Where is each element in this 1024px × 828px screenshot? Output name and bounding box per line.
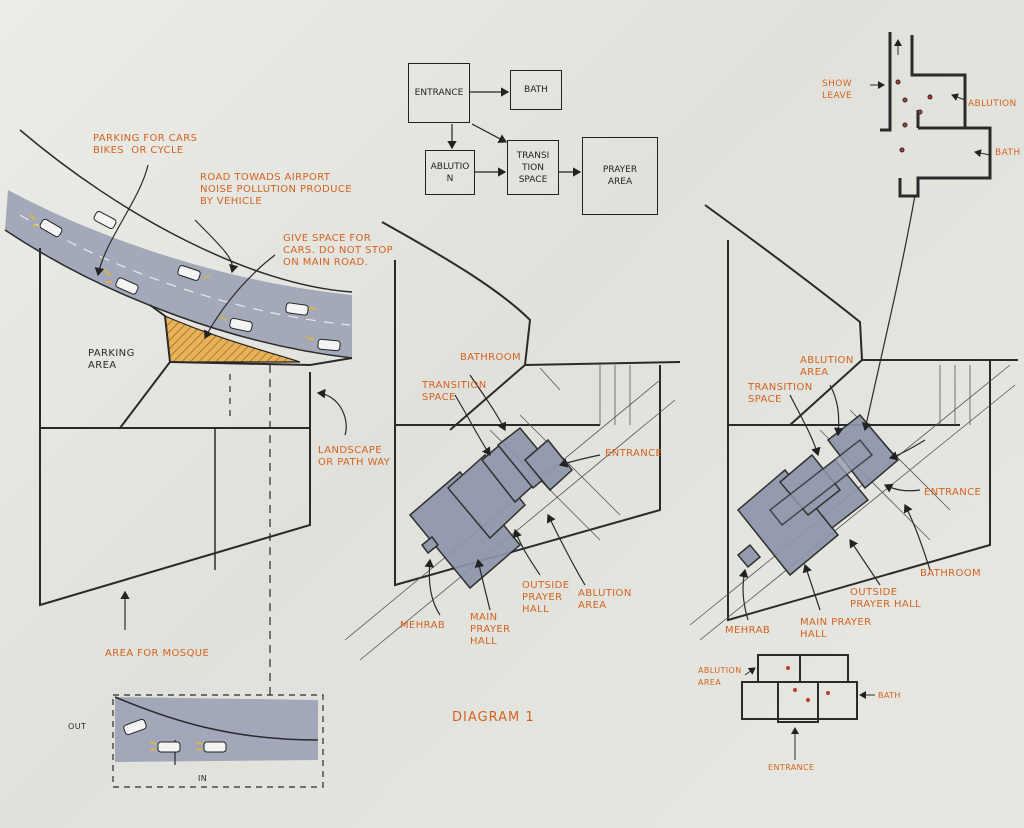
drop-off-zone xyxy=(164,315,301,363)
shoe-leave-label: SHOW LEAVE xyxy=(822,79,853,101)
road-in-label: IN xyxy=(198,774,208,783)
road-out-label: OUT xyxy=(68,722,87,731)
site-plan xyxy=(4,129,353,700)
landscape-label: LANDSCAPE OR PATH WAY xyxy=(318,445,391,468)
shoe-detail xyxy=(870,32,992,198)
option-a-plan xyxy=(344,221,681,661)
option-a-outside-hall-label: OUTSIDE PRAYER HALL xyxy=(522,580,570,615)
ablution-detail xyxy=(741,654,875,760)
flow-bath-box: BATH xyxy=(510,70,562,110)
option-a-ablution-label: ABLUTION AREA xyxy=(578,588,632,611)
shoe-ablution-label: ABLUTION xyxy=(968,99,1017,109)
option-a-entrance-label: ENTRANCE xyxy=(605,448,663,459)
detail-bath-label: BATH xyxy=(878,691,901,700)
detail-ablution-label: ABLUTION AREA xyxy=(698,666,742,687)
option-b-bathroom-label: BATHROOM xyxy=(920,568,982,579)
option-a-main-hall-label: MAIN PRAYER HALL xyxy=(470,612,511,647)
space-note: GIVE SPACE FOR CARS. DO NOT STOP ON MAIN… xyxy=(283,233,394,268)
option-b-entrance-label: ENTRANCE xyxy=(924,487,982,498)
detail-entrance-label: ENTRANCE xyxy=(768,763,815,772)
diagram-title: DIAGRAM 1 xyxy=(452,710,535,725)
parking-area-label: PARKING AREA xyxy=(88,348,135,371)
parking-note: PARKING FOR CARS BIKES OR CYCLE xyxy=(93,133,198,156)
option-b-main-hall-label: MAIN PRAYER HALL xyxy=(800,617,872,640)
option-b-plan xyxy=(689,194,1018,641)
road-detail xyxy=(112,694,324,788)
option-b-transition-label: TRANSITION SPACE xyxy=(748,382,813,405)
flow-prayer-box: PRAYER AREA xyxy=(582,137,658,215)
flow-chart-arrows xyxy=(447,87,582,177)
option-a-transition-label: TRANSITION SPACE xyxy=(422,380,487,403)
flow-transition-box: TRANSI TION SPACE xyxy=(507,140,559,195)
option-b-mehrab-label: MEHRAB xyxy=(725,625,771,636)
option-b-outside-hall-label: OUTSIDE PRAYER HALL xyxy=(850,587,922,610)
flow-entrance-box: ENTRANCE xyxy=(408,63,470,123)
flow-ablution-box: ABLUTIO N xyxy=(425,150,475,195)
option-a-bathroom-label: BATHROOM xyxy=(460,352,522,363)
option-b-ablution-label: ABLUTION AREA xyxy=(800,355,854,378)
road-note: ROAD TOWADS AIRPORT NOISE POLLUTION PROD… xyxy=(200,172,352,207)
mosque-area-label: AREA FOR MOSQUE xyxy=(105,648,210,659)
option-a-mehrab-label: MEHRAB xyxy=(400,620,446,631)
shoe-bath-label: BATH xyxy=(995,148,1021,158)
